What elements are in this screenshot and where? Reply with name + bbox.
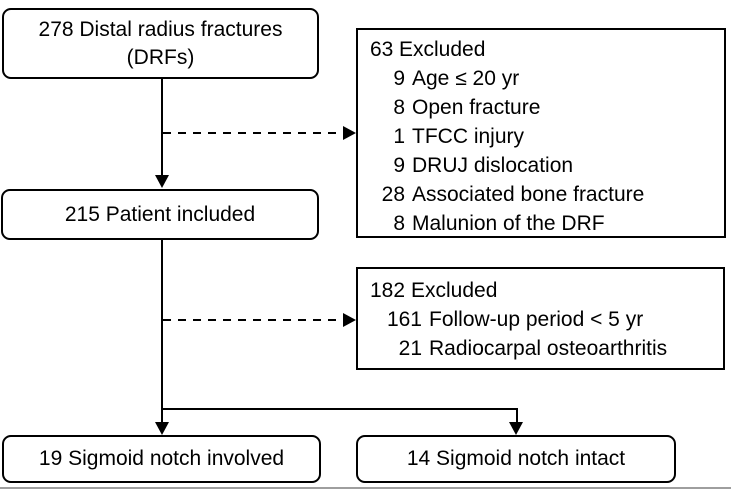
connector-dashed-excluded-182 (163, 319, 344, 321)
patient-included-label: 215 Patient included (64, 202, 256, 226)
box-sigmoid-notch-intact: 14 Sigmoid notch intact (356, 435, 676, 483)
exclusion-item-row: 21 Radiocarpal osteoarthritis (370, 334, 717, 363)
exclusion-item-label: Malunion of the DRF (412, 212, 605, 235)
exclusion-item-row: 1 TFCC injury (370, 122, 718, 151)
exclusion-count: 182 (370, 279, 406, 302)
exclusion-item-row: 9 DRUJ dislocation (370, 151, 718, 180)
sigmoid-intact-label: 14 Sigmoid notch intact (406, 447, 626, 470)
box-sigmoid-notch-involved: 19 Sigmoid notch involved (2, 435, 321, 483)
box-patient-included: 215 Patient included (1, 189, 319, 240)
exclusion-item-label: Associated bone fracture (412, 183, 645, 206)
arrowhead-down-included (155, 175, 169, 188)
connector-branch-to-intact (516, 408, 518, 423)
drf-count-line: 278 Distal radius fractures (38, 17, 283, 41)
exclusion-item-row: 28 Associated bone fracture (370, 180, 718, 209)
figure-bottom-rule (0, 487, 731, 489)
exclusion-item-label: Follow-up period < 5 yr (429, 308, 644, 331)
arrowhead-right-excluded-182 (343, 313, 356, 327)
drf-abbrev-line: (DRFs) (126, 45, 195, 69)
exclusion-item-count: 8 (393, 212, 405, 235)
exclusion-item-count: 1 (393, 125, 405, 148)
exclusion-item-row: 161 Follow-up period < 5 yr (370, 305, 717, 334)
exclusion-item-count: 161 (386, 308, 422, 331)
exclusion-item-row: 9 Age ≤ 20 yr (370, 64, 718, 93)
exclusion-item-label: Open fracture (412, 96, 541, 119)
connector-included-to-involved (161, 240, 163, 423)
arrowhead-right-excluded-63 (343, 126, 356, 140)
exclusion-item-row: 8 Malunion of the DRF (370, 209, 718, 238)
exclusion-item-label: TFCC injury (412, 125, 525, 148)
box-distal-radius-fractures: 278 Distal radius fractures (DRFs) (2, 8, 319, 79)
exclusion-item-count: 8 (393, 96, 405, 119)
exclusion-count: 63 (370, 38, 394, 61)
exclusion-item-label: Age ≤ 20 yr (412, 67, 520, 90)
exclusion-item-label: Radiocarpal osteoarthritis (429, 337, 668, 360)
arrowhead-down-intact (509, 422, 523, 435)
arrowhead-down-involved (155, 422, 169, 435)
exclusion-item-row: 8 Open fracture (370, 93, 718, 122)
exclusion-item-label: DRUJ dislocation (412, 154, 574, 177)
exclusion-item-count: 28 (381, 183, 405, 206)
exclusion-label: Excluded (399, 38, 486, 61)
sigmoid-involved-label: 19 Sigmoid notch involved (38, 447, 285, 470)
connector-drf-to-included (161, 79, 163, 176)
exclusion-label: Excluded (411, 279, 498, 302)
exclusion-item-count: 9 (393, 67, 405, 90)
connector-branch-horizontal (161, 408, 518, 410)
connector-dashed-excluded-63 (163, 132, 344, 134)
exclusion-item-count: 21 (398, 337, 422, 360)
exclusion-item-count: 9 (393, 154, 405, 177)
